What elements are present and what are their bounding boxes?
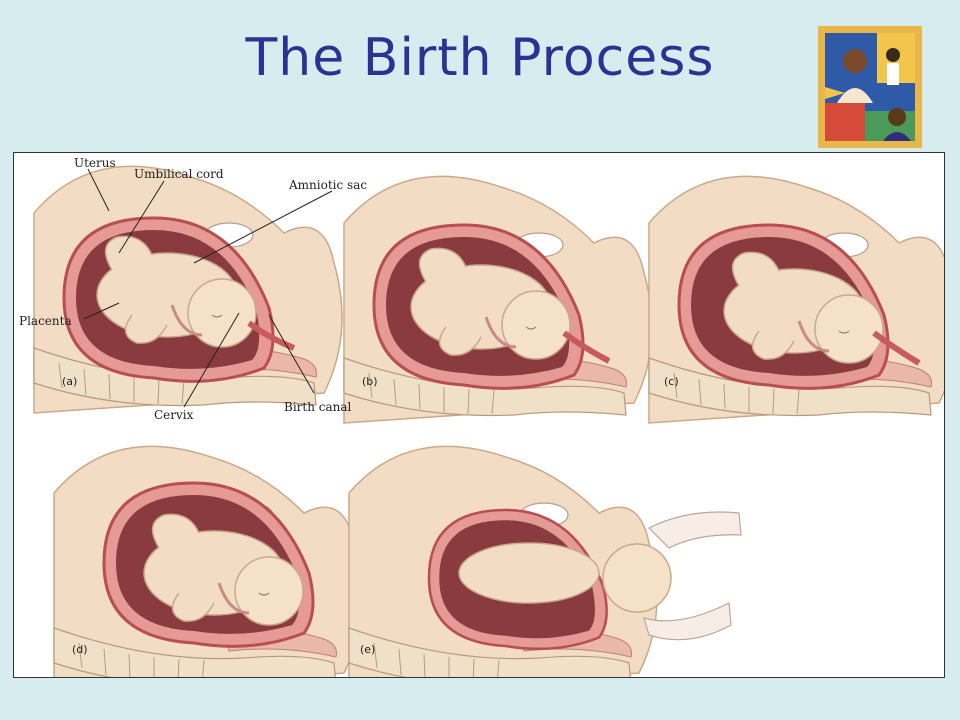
stage-label-a: (a)	[62, 375, 77, 388]
birth-stages-diagram: Uterus Umbilical cord Amniotic sac Place…	[19, 156, 944, 677]
label-umbilical-cord: Umbilical cord	[134, 167, 224, 181]
label-uterus: Uterus	[74, 156, 116, 170]
stage-label-b: (b)	[362, 375, 378, 388]
birth-process-illustration: Uterus Umbilical cord Amniotic sac Place…	[13, 152, 945, 678]
stage-e-figure	[348, 445, 742, 677]
decorative-artwork-thumbnail	[818, 26, 922, 148]
artwork-icon	[825, 33, 915, 141]
label-placenta: Placenta	[19, 314, 72, 328]
stage-label-e: (e)	[360, 643, 375, 656]
stage-a-figure	[33, 165, 343, 414]
stage-d-figure	[53, 445, 363, 677]
stage-label-c: (c)	[664, 375, 679, 388]
page-title: The Birth Process	[245, 28, 715, 88]
stage-label-d: (d)	[72, 643, 88, 656]
callout-lines	[83, 168, 333, 408]
stage-c-figure	[648, 175, 944, 424]
stage-b-figure	[343, 175, 653, 424]
label-cervix: Cervix	[154, 408, 194, 422]
label-birth-canal: Birth canal	[284, 400, 352, 414]
label-amniotic-sac: Amniotic sac	[288, 178, 367, 192]
